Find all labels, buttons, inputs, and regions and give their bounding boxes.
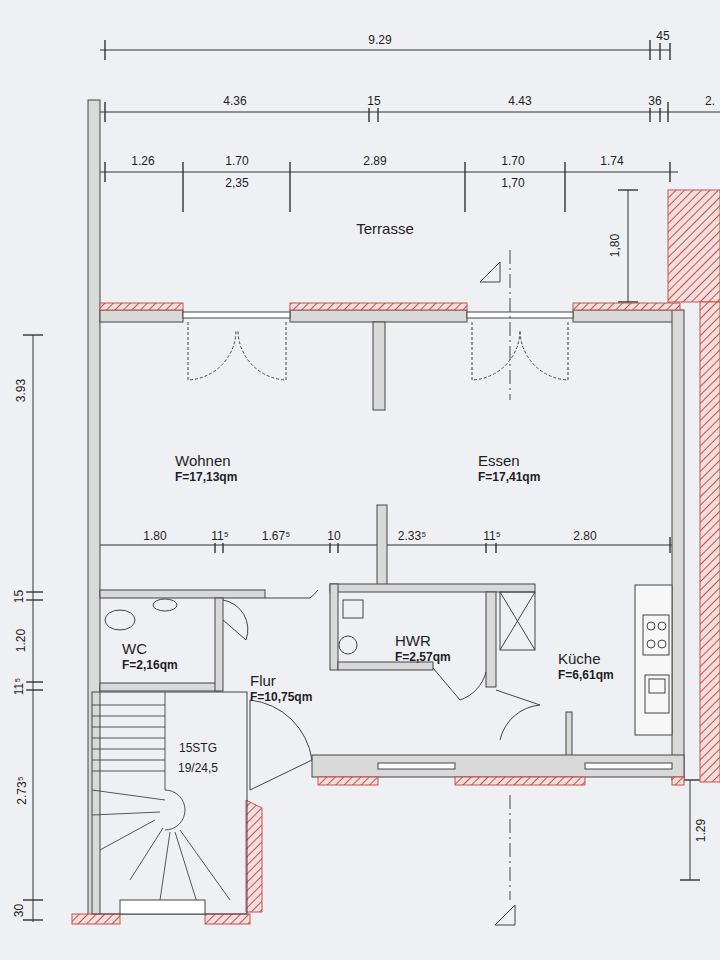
dimension-label: 1,80 <box>609 232 622 257</box>
room-area: F=17,13qm <box>175 470 237 485</box>
dimension-label: 11⁵ <box>210 530 229 543</box>
room-name: Küche <box>558 650 614 668</box>
room: WCF=2,16qm <box>122 640 178 673</box>
dimension-label: 4.43 <box>507 95 532 108</box>
room-area: F=17,41qm <box>478 470 540 485</box>
dimension-label: 2. <box>704 95 716 108</box>
dimension-label: 15STG <box>178 742 218 755</box>
dimension-label: 2.89 <box>362 155 387 168</box>
dimension-label: 1,70 <box>500 177 525 190</box>
dimension-label: 1.67⁵ <box>261 530 291 543</box>
dimension-label: 30 <box>13 902 26 917</box>
room-area: F=6,61qm <box>558 668 614 683</box>
dimension-label: 9.29 <box>367 34 392 47</box>
room-name: WC <box>122 640 178 658</box>
room-name: HWR <box>395 632 451 650</box>
dimension-label: 1.74 <box>599 155 624 168</box>
dimension-label: 2.80 <box>572 530 597 543</box>
room-area: F=10,75qm <box>250 690 312 705</box>
room-name: Flur <box>250 672 312 690</box>
dimension-label: 15 <box>366 95 381 108</box>
dimension-label: 1.26 <box>130 155 155 168</box>
room-name: Essen <box>478 452 540 470</box>
room: KücheF=6,61qm <box>558 650 614 683</box>
dimension-label: 3.93 <box>15 377 28 402</box>
dimension-label: 1.70 <box>500 155 525 168</box>
dimension-label: 1.80 <box>142 530 167 543</box>
dimension-label: 4.36 <box>222 95 247 108</box>
room-name: Wohnen <box>175 452 237 470</box>
room-area: F=2,57qm <box>395 650 451 665</box>
dimension-label: 2,35 <box>224 177 249 190</box>
dimension-label: 2.73⁵ <box>16 775 29 805</box>
room: HWRF=2,57qm <box>395 632 451 665</box>
dimension-label: 1.70 <box>224 155 249 168</box>
dimension-label: 36 <box>647 95 662 108</box>
dimension-label: 11⁵ <box>482 530 501 543</box>
dimension-label: 10 <box>326 530 341 543</box>
room: WohnenF=17,13qm <box>175 452 237 485</box>
room: FlurF=10,75qm <box>250 672 312 705</box>
dimension-label: 15 <box>13 588 26 603</box>
room-area: F=2,16qm <box>122 658 178 673</box>
dimension-label: 1.20 <box>15 627 28 652</box>
dimension-label: 11⁵ <box>14 676 27 695</box>
dimension-label: 2.33⁵ <box>397 530 427 543</box>
dimension-label: 19/24,5 <box>177 762 219 775</box>
dimension-label: 1.29 <box>695 817 708 842</box>
dimension-label: 45 <box>655 30 670 43</box>
area-label: Terrasse <box>355 222 415 235</box>
room: EssenF=17,41qm <box>478 452 540 485</box>
